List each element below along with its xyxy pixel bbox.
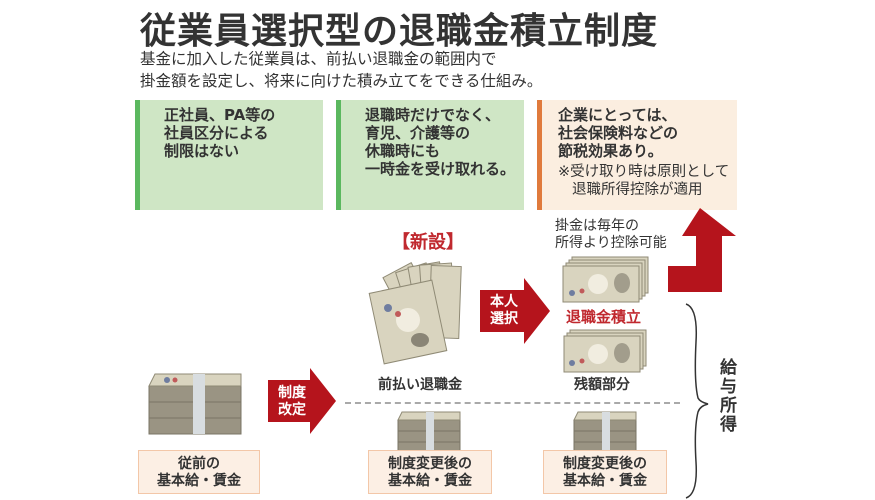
new-label: 【新設】 — [392, 232, 464, 253]
box-before-salary: 従前の 基本給・賃金 — [138, 450, 260, 494]
box-line: 制度変更後の — [388, 456, 472, 472]
feature-line: 休職時にも — [365, 142, 441, 160]
deduction-line: 掛金は毎年の — [555, 218, 639, 234]
note-line: ※受け取り時は原則として — [558, 164, 730, 180]
salary-bundle-icon — [148, 373, 242, 435]
box-line: 基本給・賃金 — [563, 473, 647, 489]
subtitle: 基金に加入した従業員は、前払い退職金の範囲内で 掛金額を設定し、将来に向けた積み… — [140, 48, 542, 92]
prepaid-label: 前払い退職金 — [378, 377, 462, 393]
remainder-bills-icon — [563, 329, 647, 373]
deduction-line: 所得より控除可能 — [555, 235, 667, 251]
feature-box-no-restriction: 正社員、PA等の 社員区分による 制限はない — [135, 100, 323, 210]
choice-arrow-icon — [480, 278, 550, 344]
upward-arrow-icon — [668, 208, 736, 292]
box-line: 従前の — [178, 456, 220, 472]
remainder-label: 残額部分 — [574, 377, 630, 393]
retirement-savings-label: 退職金積立 — [566, 308, 642, 326]
feature-line: 退職時だけでなく、 — [365, 106, 501, 124]
feature-line: 制限はない — [164, 142, 240, 160]
separator-line — [345, 402, 680, 404]
feature-line: 正社員、PA等の — [164, 106, 276, 124]
salary-income-label: 給与所得 — [716, 358, 736, 439]
box-line: 制度変更後の — [563, 456, 647, 472]
brace-icon — [685, 303, 709, 499]
prepaid-bills-icon — [368, 261, 462, 365]
arrow-label-line: 本人 — [490, 294, 518, 310]
page-title: 従業員選択型の退職金積立制度 — [140, 11, 659, 52]
reform-arrow-icon — [268, 368, 336, 434]
subtitle-line: 基金に加入した従業員は、前払い退職金の範囲内で — [140, 50, 497, 68]
feature-line: 社員区分による — [164, 124, 269, 142]
salary-income-text: 給与所得 — [716, 358, 736, 434]
choice-arrow-label: 本人 選択 — [484, 294, 524, 328]
arrow-label-line: 選択 — [490, 311, 518, 327]
salary-bundle-icon — [573, 411, 637, 454]
box-after-salary-1: 制度変更後の 基本給・賃金 — [368, 450, 492, 494]
deduction-note: 掛金は毎年の 所得より控除可能 — [555, 218, 667, 252]
feature-line: 節税効果あり。 — [558, 142, 663, 160]
box-line: 基本給・賃金 — [388, 473, 472, 489]
feature-line: 育児、介護等の — [365, 124, 471, 142]
note-line: 退職所得控除が適用 — [572, 182, 703, 198]
retirement-savings-bills-icon — [562, 256, 649, 303]
arrow-label-line: 制度 — [278, 385, 306, 401]
feature-box-lump-sum: 退職時だけでなく、 育児、介護等の 休職時にも 一時金を受け取れる。 — [336, 100, 524, 210]
box-after-salary-2: 制度変更後の 基本給・賃金 — [543, 450, 667, 494]
subtitle-line: 掛金額を設定し、将来に向けた積み立てをできる仕組み。 — [140, 72, 543, 90]
feature-box-tax-savings: 企業にとっては、 社会保険料などの 節税効果あり。 ※受け取り時は原則として 退… — [537, 100, 737, 210]
feature-note: ※受け取り時は原則として 退職所得控除が適用 — [558, 163, 737, 199]
box-line: 基本給・賃金 — [157, 473, 241, 489]
feature-line: 一時金を受け取れる。 — [365, 160, 516, 178]
feature-line: 社会保険料などの — [558, 124, 679, 142]
reform-arrow-label: 制度 改定 — [274, 385, 310, 419]
feature-line: 企業にとっては、 — [558, 106, 677, 124]
arrow-label-line: 改定 — [278, 402, 306, 418]
salary-bundle-icon — [397, 411, 461, 454]
